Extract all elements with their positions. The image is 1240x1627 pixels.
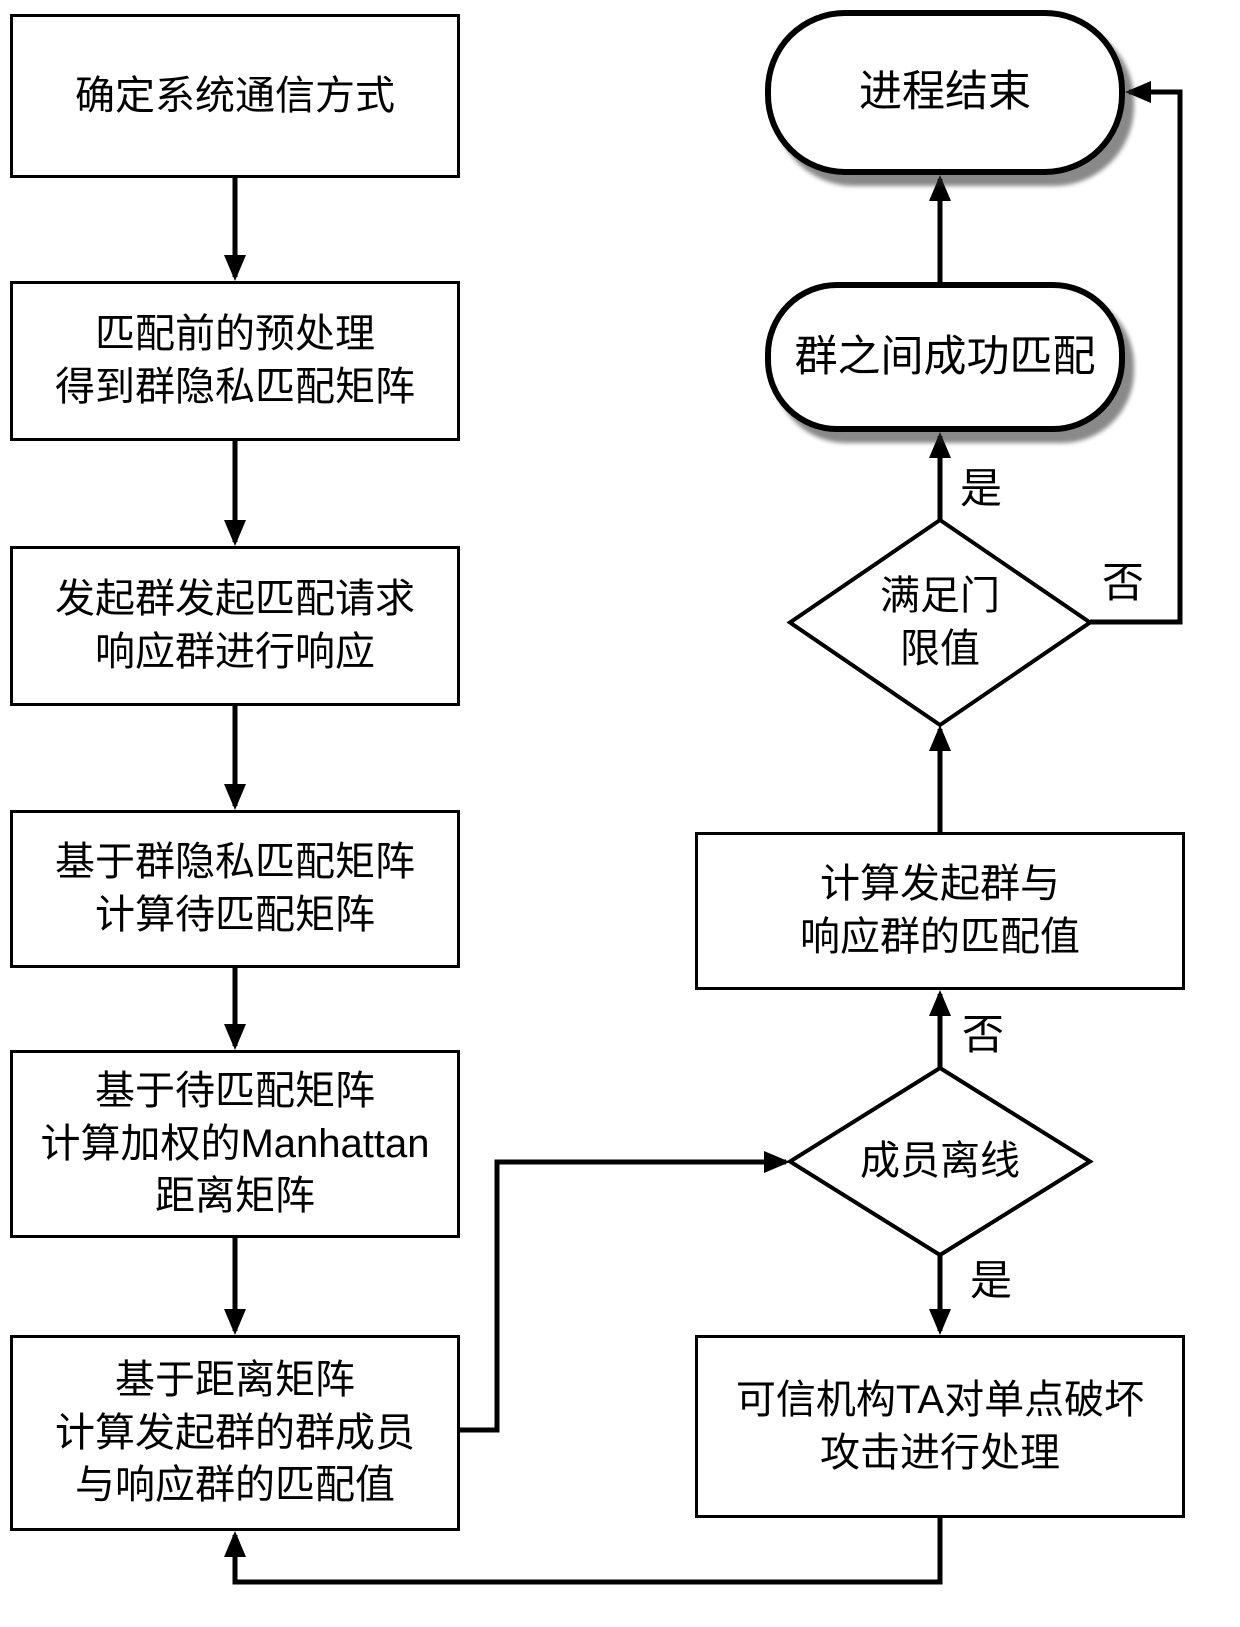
node-member-match-value: 基于距离矩阵 计算发起群的群成员 与响应群的匹配值 [10,1335,460,1531]
node-label: 成员离线 [860,1139,1020,1184]
decision-threshold-shape [786,517,1094,728]
node-to-match-matrix: 基于群隐私匹配矩阵 计算待匹配矩阵 [10,810,460,968]
node-ta-handling: 可信机构TA对单点破坏 攻击进行处理 [695,1335,1185,1518]
arrowhead-right [764,1151,790,1173]
node-label: 确定系统通信方式 [75,73,395,118]
arrowhead-down [929,1309,951,1335]
edge-membermatch-to-offline [458,1159,786,1433]
node-label: 群之间成功匹配 [794,332,1096,381]
node-match-request: 发起群发起匹配请求 响应群进行响应 [10,546,460,706]
decision-member-offline: 成员离线 [790,1068,1090,1255]
arrowhead-up [929,725,951,751]
terminator-process-end: 进程结束 [765,10,1125,175]
node-manhattan-distance: 基于待匹配矩阵 计算加权的Manhattan 距离矩阵 [10,1050,460,1238]
node-label: 计算发起群与 响应群的匹配值 [800,862,1080,959]
arrowhead-down [224,520,246,546]
edge-ta-loopback [232,1518,943,1585]
node-label: 进程结束 [859,68,1031,117]
arrowhead-down [224,1024,246,1050]
arrowhead-left [1125,81,1151,103]
label-offline-no: 否 [962,1011,1005,1058]
node-label: 发起群发起匹配请求 响应群进行响应 [55,577,415,674]
arrowhead-down [224,255,246,281]
arrowhead-up [929,175,951,201]
node-label: 满足门 限值 [880,573,1000,671]
node-label: 基于待匹配矩阵 计算加权的Manhattan 距离矩阵 [40,1068,430,1219]
node-label: 可信机构TA对单点破坏 攻击进行处理 [735,1377,1145,1475]
label-offline-yes: 是 [970,1257,1013,1304]
arrowhead-up [929,432,951,458]
node-label: 匹配前的预处理 得到群隐私匹配矩阵 [55,312,415,409]
arrowhead-up [929,990,951,1016]
terminator-match-success: 群之间成功匹配 [765,282,1125,432]
node-label: 基于距离矩阵 计算发起群的群成员 与响应群的匹配值 [55,1357,415,1508]
decision-threshold: 满足门 限值 [790,520,1090,725]
label-threshold-no: 否 [1102,559,1145,606]
arrowhead-up [224,1531,246,1557]
node-group-match-value: 计算发起群与 响应群的匹配值 [695,832,1185,990]
edge-threshold-no [1090,89,1183,625]
arrowhead-down [224,784,246,810]
node-determine-communication: 确定系统通信方式 [10,14,460,178]
arrowhead-down [224,1309,246,1335]
node-label: 基于群隐私匹配矩阵 计算待匹配矩阵 [55,840,415,937]
label-threshold-yes: 是 [960,465,1003,512]
decision-member-offline-shape [786,1065,1094,1258]
node-preprocessing: 匹配前的预处理 得到群隐私匹配矩阵 [10,281,460,441]
